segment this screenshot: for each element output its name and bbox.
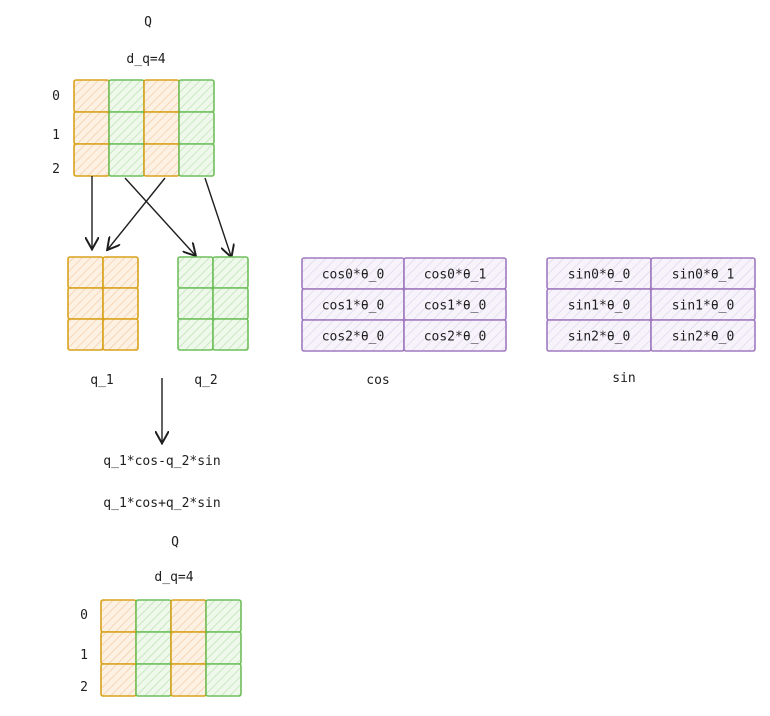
bottom-grid-cell-r0-c0 [100, 599, 137, 633]
top-matrix-dim-label: d_q=4 [126, 52, 165, 67]
q1-grid-cell-r0-c0 [67, 256, 104, 289]
top-grid-cell-r1-c1 [108, 111, 145, 145]
bottom-grid-cell-r0-c1 [135, 599, 172, 633]
bottom-matrix-dim-label: d_q=4 [154, 570, 193, 585]
q2-grid-cell-r0-c0 [177, 256, 214, 289]
bottom-matrix-title: Q [171, 535, 179, 550]
top-q-matrix [73, 79, 215, 177]
arrow-col2-to-q1 [108, 177, 166, 249]
bottom-grid-cell-r1-c2 [170, 631, 207, 665]
q2-grid-cell-r1-c0 [177, 287, 214, 320]
top-grid-cell-r0-c0 [73, 79, 110, 113]
top-grid-cell-r1-c2 [143, 111, 180, 145]
top-grid-cell-r1-c0 [73, 111, 110, 145]
top-grid-cell-r2-c3 [178, 143, 215, 177]
top-row-label-2: 2 [52, 162, 60, 177]
cos-cell-text-r2-c0: cos2*θ_0 [322, 330, 385, 345]
cos-cell-r2-c1 [403, 319, 507, 352]
cos-cell-text-r1-c1: cos1*θ_0 [424, 299, 487, 314]
bottom-grid-cell-r1-c1 [135, 631, 172, 665]
sin-cell-text-r1-c0: sin1*θ_0 [568, 299, 631, 314]
bottom-row-label-1: 1 [80, 648, 88, 663]
q2-grid-cell-r2-c1 [212, 318, 249, 351]
q1-grid-cell-r2-c0 [67, 318, 104, 351]
formula-minus: q_1*cos-q_2*sin [103, 454, 220, 469]
q1-label: q_1 [90, 373, 113, 388]
cos-cell-text-r2-c1: cos2*θ_0 [424, 330, 487, 345]
cos-label: cos [366, 373, 389, 388]
arrow-col3-to-q2 [204, 177, 231, 256]
top-matrix-title: Q [144, 15, 152, 30]
top-row-label-0: 0 [52, 89, 60, 104]
sin-cell-r2-c1 [650, 319, 756, 352]
cos-cell-text-r1-c0: cos1*θ_0 [322, 299, 385, 314]
sin-cell-text-r0-c1: sin0*θ_1 [672, 268, 735, 283]
sin-cell-text-r0-c0: sin0*θ_0 [568, 268, 631, 283]
q2-grid-cell-r1-c1 [212, 287, 249, 320]
q1-matrix [67, 256, 139, 351]
top-grid-cell-r0-c2 [143, 79, 180, 113]
q2-matrix [177, 256, 249, 351]
top-grid-cell-r2-c2 [143, 143, 180, 177]
arrow-col1-to-q2 [124, 177, 195, 255]
formula-plus: q_1*cos+q_2*sin [103, 496, 220, 511]
cos-cell-text-r0-c0: cos0*θ_0 [322, 268, 385, 283]
bottom-grid-cell-r1-c0 [100, 631, 137, 665]
q2-grid-cell-r2-c0 [177, 318, 214, 351]
top-grid-cell-r1-c3 [178, 111, 215, 145]
sin-table: sin0*θ_0 sin0*θ_1 sin1*θ_0 sin1*θ_0 sin2*θ_0… [546, 257, 756, 352]
q2-grid-cell-r0-c1 [212, 256, 249, 289]
q1-grid-cell-r1-c0 [67, 287, 104, 320]
top-row-label-1: 1 [52, 128, 60, 143]
bottom-row-label-0: 0 [80, 608, 88, 623]
top-grid-cell-r0-c1 [108, 79, 145, 113]
bottom-grid-cell-r0-c2 [170, 599, 207, 633]
q1-grid-cell-r2-c1 [102, 318, 139, 351]
bottom-grid-cell-r2-c3 [205, 663, 242, 697]
q1-grid-cell-r1-c1 [102, 287, 139, 320]
q1-grid-cell-r0-c1 [102, 256, 139, 289]
sin-cell-text-r2-c1: sin2*θ_0 [672, 330, 735, 345]
sin-cell-text-r2-c0: sin2*θ_0 [568, 330, 631, 345]
bottom-grid-cell-r2-c2 [170, 663, 207, 697]
bottom-grid-cell-r0-c3 [205, 599, 242, 633]
cos-cell-text-r0-c1: cos0*θ_1 [424, 268, 487, 283]
bottom-grid-cell-r2-c0 [100, 663, 137, 697]
cos-table: cos0*θ_0 cos0*θ_1 cos1*θ_0 cos1*θ_0 cos2*θ_0… [301, 257, 507, 352]
bottom-grid-cell-r1-c3 [205, 631, 242, 665]
bottom-q-matrix [100, 599, 242, 697]
sin-label: sin [612, 371, 635, 386]
top-grid-cell-r2-c0 [73, 143, 110, 177]
sin-cell-text-r1-c1: sin1*θ_0 [672, 299, 735, 314]
bottom-grid-cell-r2-c1 [135, 663, 172, 697]
top-grid-cell-r0-c3 [178, 79, 215, 113]
bottom-row-label-2: 2 [80, 680, 88, 695]
top-grid-cell-r2-c1 [108, 143, 145, 177]
q2-label: q_2 [194, 373, 217, 388]
